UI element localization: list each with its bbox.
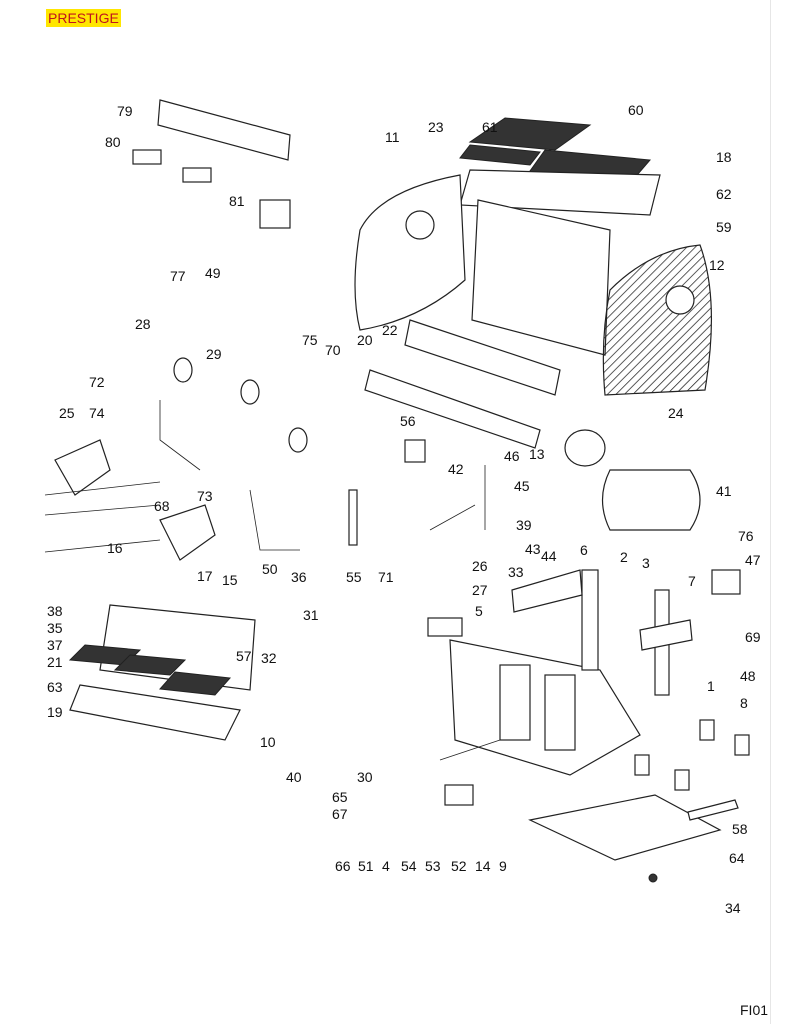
page-edge — [770, 0, 771, 1024]
part-label: 4 — [382, 858, 390, 874]
parts-drawing — [44, 99, 750, 883]
part-label: 29 — [206, 346, 222, 362]
part-label: 80 — [105, 134, 121, 150]
part-label: 30 — [357, 769, 373, 785]
part-label: 20 — [357, 332, 373, 348]
part-label: 77 — [170, 268, 186, 284]
part-label: 11 — [385, 129, 400, 145]
part-label: 28 — [135, 316, 151, 332]
part-label: 46 — [504, 448, 520, 464]
part-label: 10 — [260, 734, 276, 750]
part-label: 53 — [425, 858, 441, 874]
part-label: 34 — [725, 900, 741, 916]
part-label: 44 — [541, 548, 557, 564]
part-label: 79 — [117, 103, 133, 119]
part-label: 59 — [716, 219, 732, 235]
part-label: 48 — [740, 668, 756, 684]
part-label: 76 — [738, 528, 754, 544]
part-label: 42 — [448, 461, 464, 477]
part-label: 22 — [382, 322, 398, 338]
part-label: 54 — [401, 858, 417, 874]
part-label: 18 — [716, 149, 732, 165]
part-label: 52 — [451, 858, 467, 874]
part-label: 7 — [688, 573, 696, 589]
part-label: 15 — [222, 572, 238, 588]
part-label: 58 — [732, 821, 748, 837]
part-label: 73 — [197, 488, 213, 504]
part-label: 61 — [482, 119, 498, 135]
part-label: 40 — [286, 769, 302, 785]
part-label: 26 — [472, 558, 488, 574]
part-label: 64 — [729, 850, 745, 866]
part-label: 70 — [325, 342, 341, 358]
part-label: 38 — [47, 603, 63, 619]
part-label: 65 — [332, 789, 348, 805]
part-label: 57 — [236, 648, 252, 664]
figure-code: FI01 — [740, 1002, 769, 1018]
part-label: 66 — [335, 858, 351, 874]
part-label: 32 — [261, 650, 277, 666]
part-label: 3 — [642, 555, 650, 571]
part-label: 47 — [745, 552, 761, 568]
part-label: 39 — [516, 517, 532, 533]
part-label: 74 — [89, 405, 105, 421]
part-label: 12 — [709, 257, 725, 273]
part-label: 71 — [378, 569, 394, 585]
part-label: 45 — [514, 478, 530, 494]
part-label: 51 — [358, 858, 374, 874]
part-label: 60 — [628, 102, 644, 118]
part-label: 2 — [620, 549, 628, 565]
part-label: 21 — [47, 654, 63, 670]
part-label: 62 — [716, 186, 732, 202]
part-label: 31 — [303, 607, 319, 623]
part-label: 49 — [205, 265, 221, 281]
part-label: 19 — [47, 704, 63, 720]
part-label: 33 — [508, 564, 524, 580]
part-label: 25 — [59, 405, 75, 421]
part-label: 68 — [154, 498, 170, 514]
part-label: 27 — [472, 582, 488, 598]
part-label: 67 — [332, 806, 348, 822]
part-label: 14 — [475, 858, 491, 874]
part-label: 16 — [107, 540, 123, 556]
part-label: 37 — [47, 637, 63, 653]
part-label: 63 — [47, 679, 63, 695]
part-label: 36 — [291, 569, 307, 585]
model-title: PRESTIGE — [46, 9, 121, 27]
part-label: 13 — [529, 446, 545, 462]
part-label: 23 — [428, 119, 444, 135]
part-label: 69 — [745, 629, 761, 645]
part-label: 17 — [197, 568, 213, 584]
part-label: 43 — [525, 541, 541, 557]
part-label: 5 — [475, 603, 483, 619]
part-label: 50 — [262, 561, 278, 577]
part-label: 6 — [580, 542, 588, 558]
part-label: 55 — [346, 569, 362, 585]
part-label: 24 — [668, 405, 684, 421]
part-label: 41 — [716, 483, 732, 499]
part-label: 72 — [89, 374, 105, 390]
part-label: 75 — [302, 332, 318, 348]
part-label: 9 — [499, 858, 507, 874]
part-number-labels: 79 80 81 11 23 61 60 18 62 59 12 77 49 2… — [47, 102, 761, 916]
part-label: 56 — [400, 413, 416, 429]
part-label: 8 — [740, 695, 748, 711]
part-label: 1 — [707, 678, 715, 694]
part-label: 35 — [47, 620, 63, 636]
part-label: 81 — [229, 193, 245, 209]
